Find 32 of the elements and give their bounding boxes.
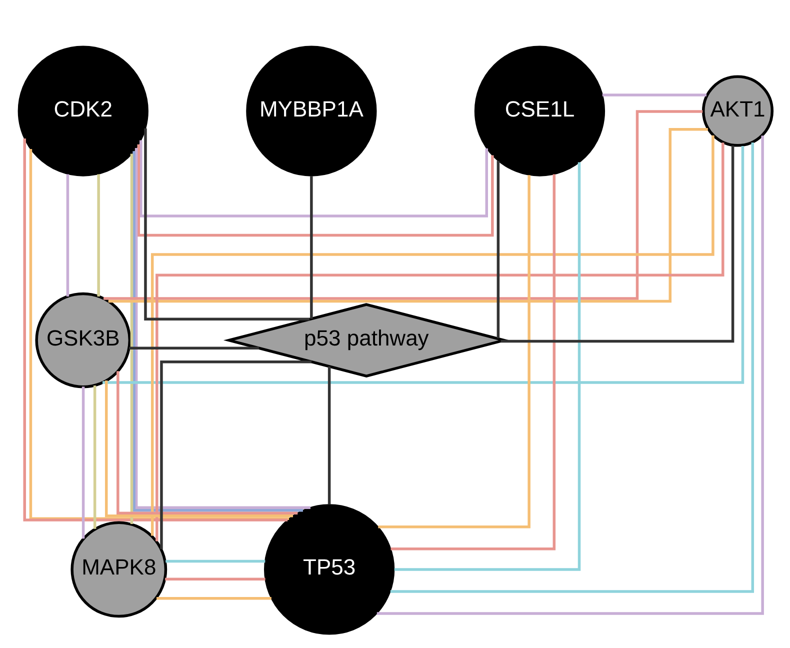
node-circle: GSK3B [34, 292, 131, 388]
connector [66, 174, 69, 296]
connector [92, 386, 96, 529]
connector [116, 371, 298, 514]
connector [390, 174, 556, 550]
node-circle: CSE1L [474, 46, 605, 176]
node-circle: TP53 [263, 504, 394, 635]
connector [130, 154, 133, 524]
connector [602, 94, 706, 96]
connector [139, 140, 488, 218]
connector [136, 144, 494, 237]
node-circle: MAPK8 [70, 521, 167, 618]
connector [144, 128, 310, 321]
connector [156, 597, 271, 600]
connector [96, 174, 100, 296]
connector [81, 386, 84, 539]
connector [394, 162, 580, 571]
connector [160, 360, 312, 550]
node-diamond: p53 pathway [222, 303, 509, 378]
connector [378, 175, 530, 528]
connector [102, 146, 744, 384]
connector [496, 160, 500, 338]
connector [164, 578, 265, 580]
node-circle: AKT1 [702, 75, 774, 147]
connector [104, 380, 292, 518]
connector [500, 146, 734, 343]
connector [327, 366, 330, 504]
connector [165, 560, 265, 563]
node-circle: MYBBP1A [246, 46, 376, 176]
connector [310, 176, 312, 319]
node-circle: CDK2 [17, 46, 148, 176]
connector [128, 346, 258, 350]
